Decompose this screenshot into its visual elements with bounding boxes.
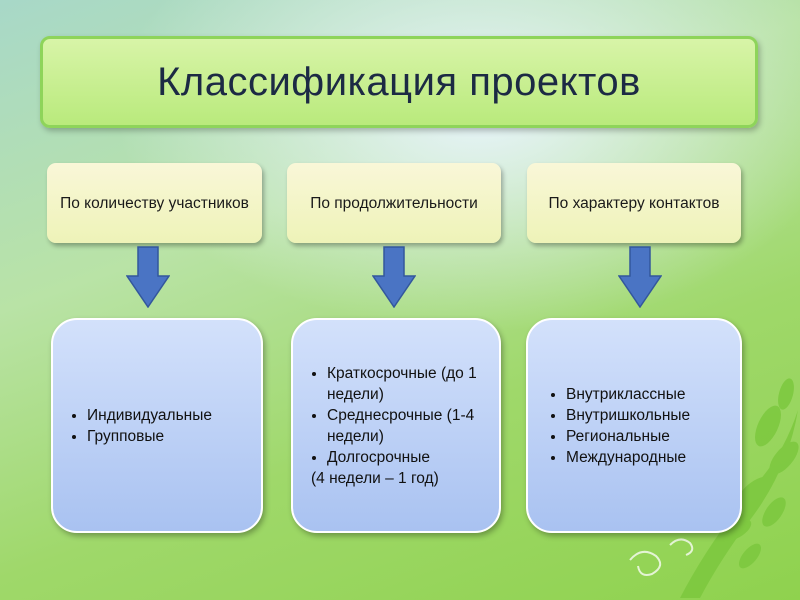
- category-box-contacts: По характеру контактов: [527, 163, 741, 243]
- down-arrow-icon: [618, 246, 662, 308]
- list-item: Краткосрочные (до 1 недели): [327, 363, 487, 405]
- category-box-duration: По продолжительности: [287, 163, 501, 243]
- list-box-participants: Индивидуальные Групповые: [51, 318, 263, 533]
- list-item: Внутришкольные: [566, 405, 736, 426]
- list-item: Долгосрочные: [327, 447, 487, 468]
- list-item: Международные: [566, 447, 736, 468]
- list-item: Индивидуальные: [87, 405, 257, 426]
- list-item: Внутриклассные: [566, 384, 736, 405]
- category-box-participants: По количеству участников: [47, 163, 262, 243]
- category-label: По характеру контактов: [548, 194, 720, 212]
- category-label: По продолжительности: [310, 194, 478, 212]
- list-item: Среднесрочные (1-4 недели): [327, 405, 487, 447]
- page-title: Классификация проектов: [157, 59, 641, 104]
- list-item: Групповые: [87, 426, 257, 447]
- list-box-contacts: Внутриклассные Внутришкольные Региональн…: [526, 318, 742, 533]
- category-label: По количеству участников: [60, 194, 249, 212]
- down-arrow-icon: [372, 246, 416, 308]
- title-box: Классификация проектов: [40, 36, 758, 128]
- list-box-duration: Краткосрочные (до 1 недели) Среднесрочны…: [291, 318, 501, 533]
- decorative-vine-graphic: [629, 378, 799, 598]
- list-item: Региональные: [566, 426, 736, 447]
- down-arrow-icon: [126, 246, 170, 308]
- list-item-note: (4 недели – 1 год): [311, 469, 439, 487]
